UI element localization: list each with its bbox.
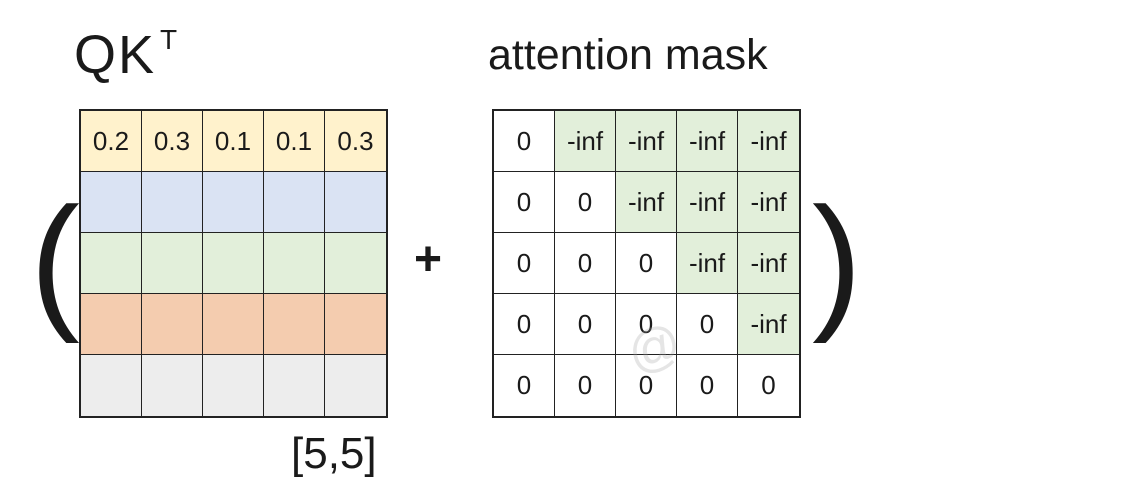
mask-cell: 0 (494, 111, 555, 172)
mask-cell: 0 (494, 294, 555, 355)
open-parenthesis: ( (30, 176, 80, 344)
qkt-cell: 0.1 (203, 111, 264, 172)
qkt-cell (325, 233, 386, 294)
qkt-cell (142, 233, 203, 294)
mask-cell: 0 (616, 294, 677, 355)
mask-cell: -inf (677, 111, 738, 172)
mask-cell: 0 (677, 355, 738, 416)
mask-cell: 0 (616, 233, 677, 294)
plus-operator: + (414, 233, 443, 286)
close-parenthesis: ) (812, 176, 862, 344)
qkt-cell (81, 233, 142, 294)
qkt-cell (325, 355, 386, 416)
mask-cell: 0 (738, 355, 799, 416)
mask-cell: 0 (616, 355, 677, 416)
mask-cell: -inf (738, 294, 799, 355)
mask-cell: -inf (738, 111, 799, 172)
qkt-title-superscript: T (160, 24, 180, 55)
mask-cell: -inf (555, 111, 616, 172)
qkt-cell (81, 172, 142, 233)
qkt-cell (203, 294, 264, 355)
mask-cell: -inf (677, 233, 738, 294)
mask-cell: 0 (677, 294, 738, 355)
mask-cell: -inf (616, 172, 677, 233)
qkt-cell: 0.3 (142, 111, 203, 172)
qkt-title-main: QK (74, 25, 157, 85)
qkt-cell (203, 233, 264, 294)
qkt-cell (81, 355, 142, 416)
qkt-cell: 0.3 (325, 111, 386, 172)
qkt-cell (81, 294, 142, 355)
qkt-cell: 0.1 (264, 111, 325, 172)
qkt-cell (264, 355, 325, 416)
qkt-cell (142, 172, 203, 233)
qkt-cell (264, 294, 325, 355)
mask-cell: 0 (494, 233, 555, 294)
qkt-shape-label: [5,5] (291, 429, 377, 478)
mask-cell: -inf (677, 172, 738, 233)
attention-mask-title: attention mask (488, 31, 768, 79)
mask-cell: 0 (494, 355, 555, 416)
qkt-cell (264, 233, 325, 294)
qkt-cell: 0.2 (81, 111, 142, 172)
qkt-cell (142, 355, 203, 416)
mask-cell: -inf (738, 172, 799, 233)
mask-cell: 0 (494, 172, 555, 233)
qkt-cell (325, 172, 386, 233)
mask-cell: 0 (555, 355, 616, 416)
mask-cell: 0 (555, 294, 616, 355)
mask-cell: 0 (555, 172, 616, 233)
qkt-cell (325, 294, 386, 355)
mask-cell: -inf (616, 111, 677, 172)
qkt-cell (142, 294, 203, 355)
mask-cell: -inf (738, 233, 799, 294)
qkt-cell (203, 355, 264, 416)
mask-cell: 0 (555, 233, 616, 294)
qkt-cell (264, 172, 325, 233)
qkt-cell (203, 172, 264, 233)
